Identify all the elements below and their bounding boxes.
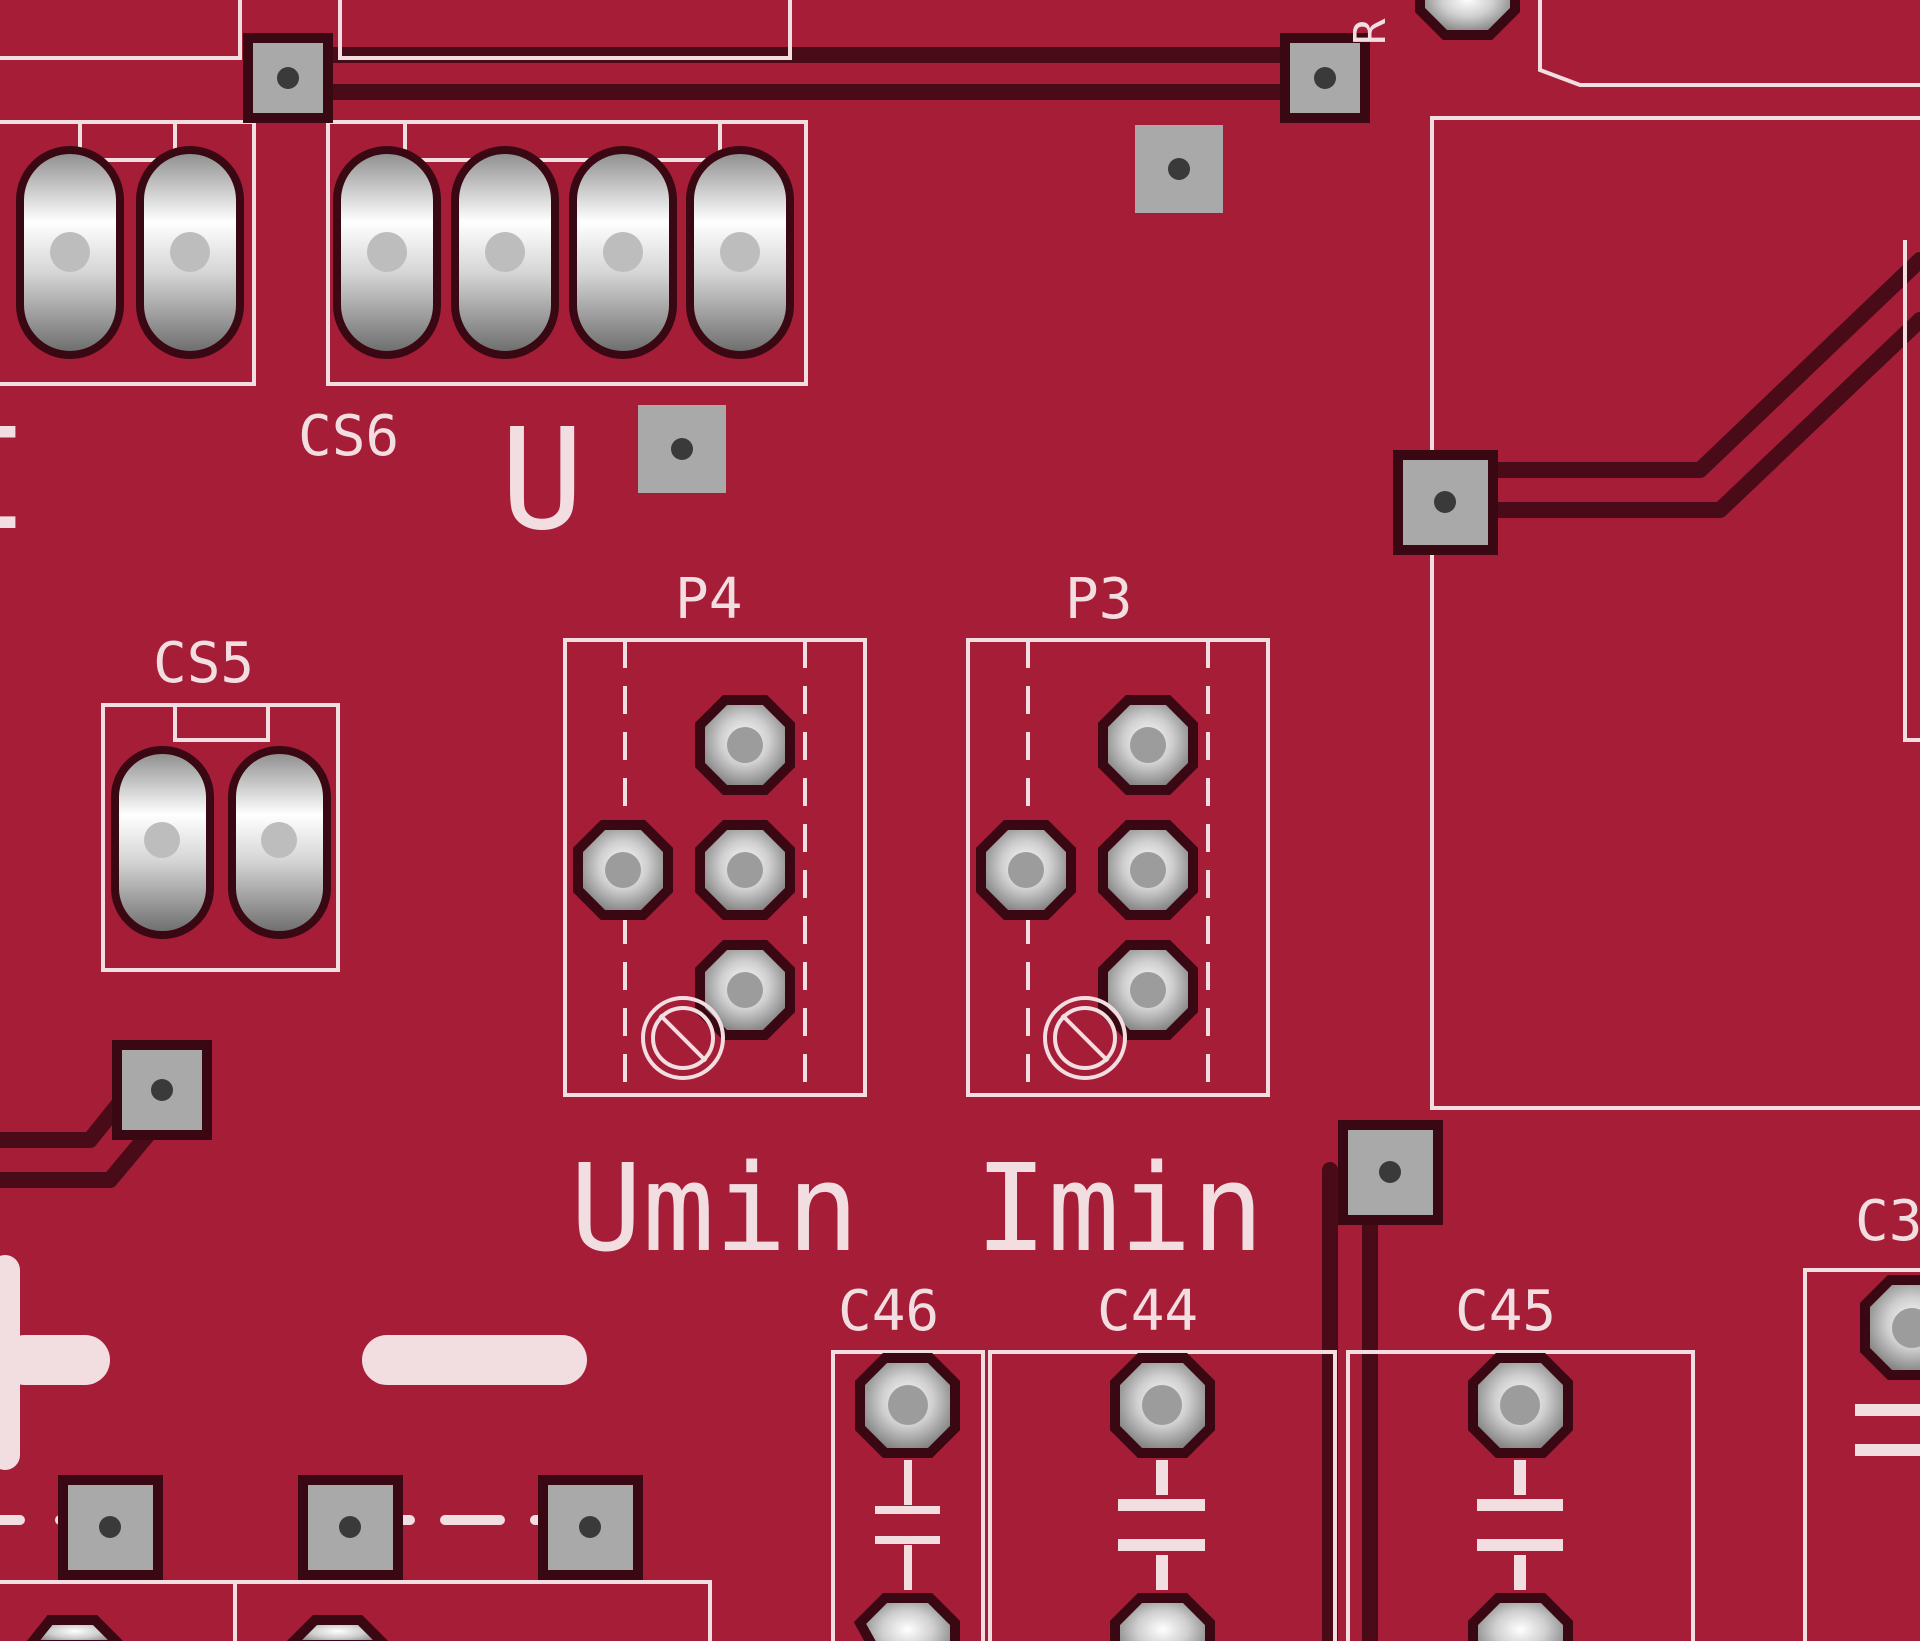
- via-holes: [99, 67, 1456, 1538]
- pad-cs6-2: [451, 146, 559, 359]
- pot-markers: [641, 996, 1127, 1080]
- label-c46: C46: [838, 1279, 939, 1344]
- cap-symbol-c44: [1118, 1460, 1205, 1590]
- pad-cs5-2: [228, 746, 331, 939]
- minus-symbol: [362, 1335, 587, 1385]
- outline-top-mid: [338, 0, 792, 60]
- plus-vertical: [0, 1255, 20, 1470]
- outline-right-component: [1430, 116, 1920, 1110]
- label-p4: P4: [675, 567, 742, 632]
- outline-header-left: [0, 120, 256, 386]
- outline-cs5-notch: [173, 705, 270, 742]
- outline-top-left: [0, 0, 242, 60]
- pad-c46-bottom: [853, 1593, 960, 1641]
- oval-pads: [16, 146, 794, 939]
- cap-symbol-c3: [1855, 1404, 1920, 1456]
- label-c44: C44: [1097, 1279, 1198, 1344]
- label-c45: C45: [1455, 1279, 1556, 1344]
- label-cs5: CS5: [153, 631, 254, 696]
- pot-marker-p4: [641, 996, 725, 1080]
- trace-right-diagonal: [1482, 252, 1920, 478]
- pad-cs6-3: [569, 146, 677, 359]
- outline-c45: [1346, 1350, 1695, 1641]
- pot-marker-p3: [1043, 996, 1127, 1080]
- pad-holes: [605, 727, 1920, 1425]
- pad-top-right: [1415, 0, 1520, 40]
- label-cs6: CS6: [298, 404, 399, 469]
- label-p3: P3: [1065, 567, 1132, 632]
- pad-c45-bottom: [1468, 1593, 1573, 1641]
- outline-p4-inner: [623, 640, 807, 1095]
- pad-header-left-2: [136, 146, 244, 359]
- outline-p3: [966, 638, 1270, 1097]
- cap-symbol-c45: [1477, 1460, 1563, 1590]
- outline-c46: [831, 1350, 985, 1641]
- outline-c3: [1803, 1268, 1920, 1641]
- trace-right-diagonal-2: [1482, 312, 1920, 518]
- label-c3-partial: C3: [1855, 1189, 1920, 1254]
- pad-cs6-1: [333, 146, 441, 359]
- outline-top-right: [1538, 0, 1920, 87]
- copper-traces: [0, 47, 1920, 1641]
- label-umin: Umin: [570, 1140, 859, 1279]
- polarity-symbols: [0, 1255, 587, 1470]
- pad-bottom-left-1: [26, 1615, 124, 1641]
- silkscreen-text: CS6 CS5 P4 P3 U I Umin Imin C46 C44 C45 …: [0, 18, 1920, 1344]
- label-r-partial: R: [1345, 18, 1396, 45]
- pad-cs6-4: [686, 146, 794, 359]
- pad-cs5-1: [111, 746, 214, 939]
- label-i-large: I: [0, 399, 29, 562]
- pad-header-left-1: [16, 146, 124, 359]
- octagon-pads: [26, 0, 1920, 1641]
- label-imin: Imin: [975, 1140, 1264, 1279]
- outline-right-component-inner: [1903, 240, 1920, 742]
- pad-c44-bottom: [1110, 1593, 1215, 1641]
- outline-p3-inner: [1026, 640, 1210, 1095]
- plus-horizontal: [0, 1335, 110, 1385]
- label-u-large: U: [500, 399, 584, 562]
- outline-p4: [563, 638, 867, 1097]
- outline-c44: [988, 1350, 1337, 1641]
- cap-symbol-c46: [875, 1460, 940, 1590]
- outline-cs5: [101, 703, 340, 972]
- outline-cs6-notch: [403, 122, 722, 162]
- outline-cs6: [326, 120, 808, 386]
- pad-bottom-left-2: [286, 1615, 389, 1641]
- outline-header-left-notch: [78, 122, 177, 162]
